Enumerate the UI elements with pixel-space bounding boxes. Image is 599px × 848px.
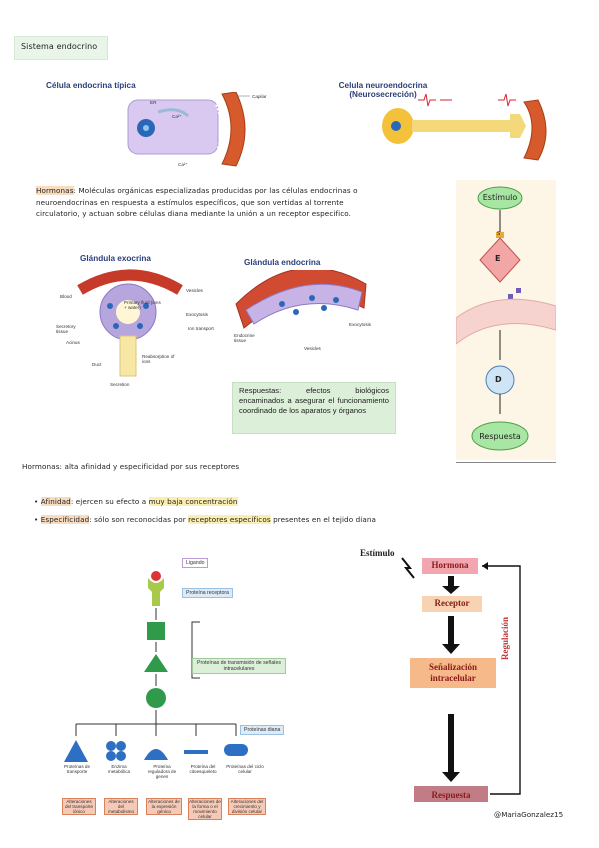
vesicles-label: Vesicles	[186, 288, 203, 293]
secretory-tissue-label: Secretory tissue	[56, 324, 76, 334]
section2-title: Hormonas: alta afinidad y especificidad …	[22, 462, 240, 471]
target-name-0: Proteínas de transporte	[63, 764, 91, 774]
afinidad-highlight: muy baja concentración	[148, 497, 238, 506]
signal-transduction-diagram	[64, 571, 248, 762]
target-name-4: Proteínas del ciclo celular	[226, 764, 264, 774]
neuro-title-line1: Celula neuroendocrina	[338, 81, 428, 90]
reg-stimulus: Estímulo	[360, 548, 395, 558]
neuroendocrine-cell-figure	[382, 94, 547, 161]
calcium-label-1: Ca²⁺	[172, 114, 182, 119]
especificidad-highlight: receptores específicos	[188, 515, 271, 524]
afinidad-term: Afinidad	[40, 497, 71, 506]
neuro-title-line2: (Neurosecreción)	[349, 90, 417, 99]
reg-response: Respuesta	[431, 790, 471, 800]
target-name-2: Proteína reguladora de genes	[147, 764, 177, 779]
capillary-label: Capilar	[252, 94, 267, 99]
target-effect-3: Alteraciones de la forma o el movimiento…	[188, 798, 222, 820]
respuestas-box: Respuestas: efectos biológicos encaminad…	[232, 382, 396, 434]
exocrine-title: Glándula exocrina	[80, 254, 151, 263]
reg-signal: Señalización intracelular	[410, 662, 496, 684]
especificidad-text: : sólo son reconocidas por	[89, 515, 189, 524]
right-flow-response: Respuesta	[479, 432, 521, 441]
hormonas-def-rest: : Moléculas orgánicas especializadas pro…	[73, 186, 358, 195]
bullet-afinidad: • Afinidad: ejercen su efecto a muy baja…	[34, 497, 238, 506]
primary-fluid-label: Primary fluid (ions + water)	[124, 300, 161, 310]
reg-hormone: Hormona	[431, 560, 469, 570]
hormonas-def-line3: circulatorio, y actuan sobre células dia…	[36, 209, 352, 218]
target-name-3: Proteína del citoesqueleto	[189, 764, 217, 774]
exocrine-gland-figure	[77, 269, 183, 377]
right-flow-d: D	[495, 375, 502, 384]
transduction-label: Proteínas de transmisión de señales intr…	[192, 658, 286, 674]
vesicles-label-endo: Vesicles	[304, 346, 321, 351]
hormonas-term: Hormonas	[36, 186, 74, 195]
receptor-label: Proteína receptora	[182, 588, 233, 598]
target-effect-4: Alteraciones del crecimiento y división …	[228, 798, 266, 815]
exocytosis-label-endo: Exocytosis	[349, 322, 371, 327]
regulation-label: Regulación	[500, 616, 510, 660]
hormonas-definition: Hormonas: Moléculas orgánicas especializ…	[36, 185, 406, 220]
reg-signal-line1: Señalización	[428, 662, 477, 672]
endocrine-tissue-label: Endocrine tissue	[234, 333, 255, 343]
right-flow-diagram	[456, 186, 556, 451]
target-proteins-row: Proteínas de transporte Enzima metabólic…	[60, 764, 272, 824]
signature: @MariaGonzalez15	[494, 810, 564, 819]
reabsorption-label: Reabsorption of ions	[142, 354, 175, 364]
target-effect-1: Alteraciones del metabolismo	[104, 798, 138, 815]
secretion-label: Secretion	[110, 382, 130, 387]
calcium-label-2: Ca²⁺	[178, 162, 188, 167]
reg-signal-line2: intracelular	[430, 673, 476, 683]
neuro-cell-title: Celula neuroendocrina (Neurosecreción)	[328, 81, 438, 99]
right-flow-e: E	[495, 254, 501, 263]
especificidad-tail: presentes en el tejido diana	[270, 515, 377, 524]
bullet-especificidad: • Especificidad: sólo son reconocidas po…	[34, 515, 377, 524]
ligand-label: Ligando	[182, 558, 209, 568]
afinidad-text: : ejercen su efecto a	[70, 497, 149, 506]
hormonas-def-line2: neuroendocrinas en respuesta a estímulos…	[36, 197, 344, 207]
page-title: Sistema endocrino	[21, 42, 98, 51]
ion-transport-label: Ion transport	[188, 326, 214, 331]
reg-receptor: Receptor	[434, 598, 470, 608]
target-name-1: Enzima metabólica	[107, 764, 131, 774]
typical-cell-title: Célula endocrina típica	[46, 81, 136, 90]
target-effect-2: Alteraciones de la expresión génica	[146, 798, 182, 815]
targets-label: Proteínas diana	[240, 725, 285, 735]
target-effect-0: Alteraciones del transporte iónico	[62, 798, 96, 815]
regulation-flow-diagram	[401, 557, 521, 802]
right-flow-s: S	[497, 231, 501, 237]
typical-endocrine-cell-figure	[127, 92, 250, 167]
exocytosis-label-exo: Exocytosis	[186, 312, 208, 317]
endocrine-gland-figure	[235, 270, 367, 329]
duct-label: Duct	[92, 362, 102, 367]
acinus-label: Acinus	[66, 340, 80, 345]
especificidad-term: Especificidad	[40, 515, 90, 524]
right-flow-divider	[456, 462, 556, 463]
section-title-box: Sistema endocrino	[14, 36, 108, 60]
er-label: ER	[150, 100, 157, 105]
right-flow-stimulus: Estímulo	[482, 193, 518, 202]
endocrine-title: Glándula endocrina	[244, 258, 321, 267]
blood-label: Blood	[60, 294, 72, 299]
hormonas-def-line1: Hormonas: Moléculas orgánicas especializ…	[36, 185, 406, 197]
